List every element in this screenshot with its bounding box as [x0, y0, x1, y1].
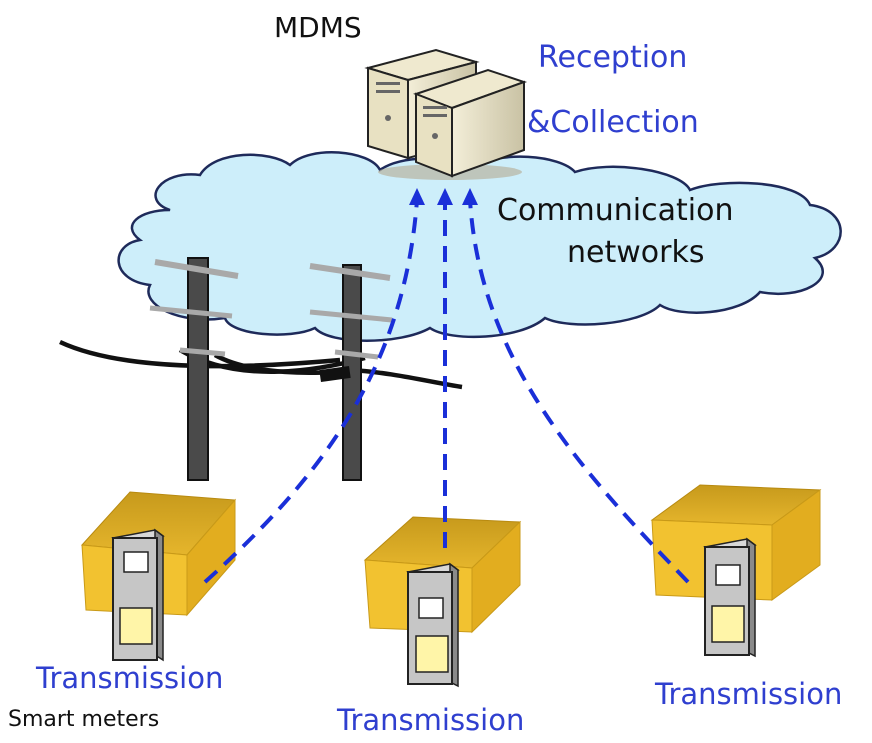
transmission-label-right: Transmission [655, 677, 843, 711]
transmission-label-center: Transmission [337, 703, 525, 737]
collection-label: &Collection [527, 105, 699, 140]
communication-cloud [117, 151, 842, 342]
reception-label: Reception [538, 40, 688, 75]
arrowhead-right [462, 188, 478, 205]
utility-pole-right [309, 263, 393, 481]
mdms-label: MDMS [274, 11, 362, 44]
network-label-line1: Communication [497, 193, 734, 228]
power-lines [59, 339, 463, 390]
arrowhead-center [437, 188, 453, 205]
arrowhead-left [409, 188, 425, 205]
mdms-server [364, 48, 528, 180]
transmission-label-left: Transmission [36, 661, 224, 695]
smart-meter-left [111, 528, 165, 662]
communication-links [203, 199, 690, 584]
link-right [468, 199, 690, 584]
arrowheads [409, 188, 478, 205]
smart-meter-right [703, 537, 757, 658]
link-left [203, 199, 419, 584]
smart-meter-center [406, 562, 460, 688]
smart-meters-label: Smart meters [8, 707, 160, 732]
utility-pole-left [149, 257, 239, 481]
network-label-line2: networks [567, 235, 705, 270]
